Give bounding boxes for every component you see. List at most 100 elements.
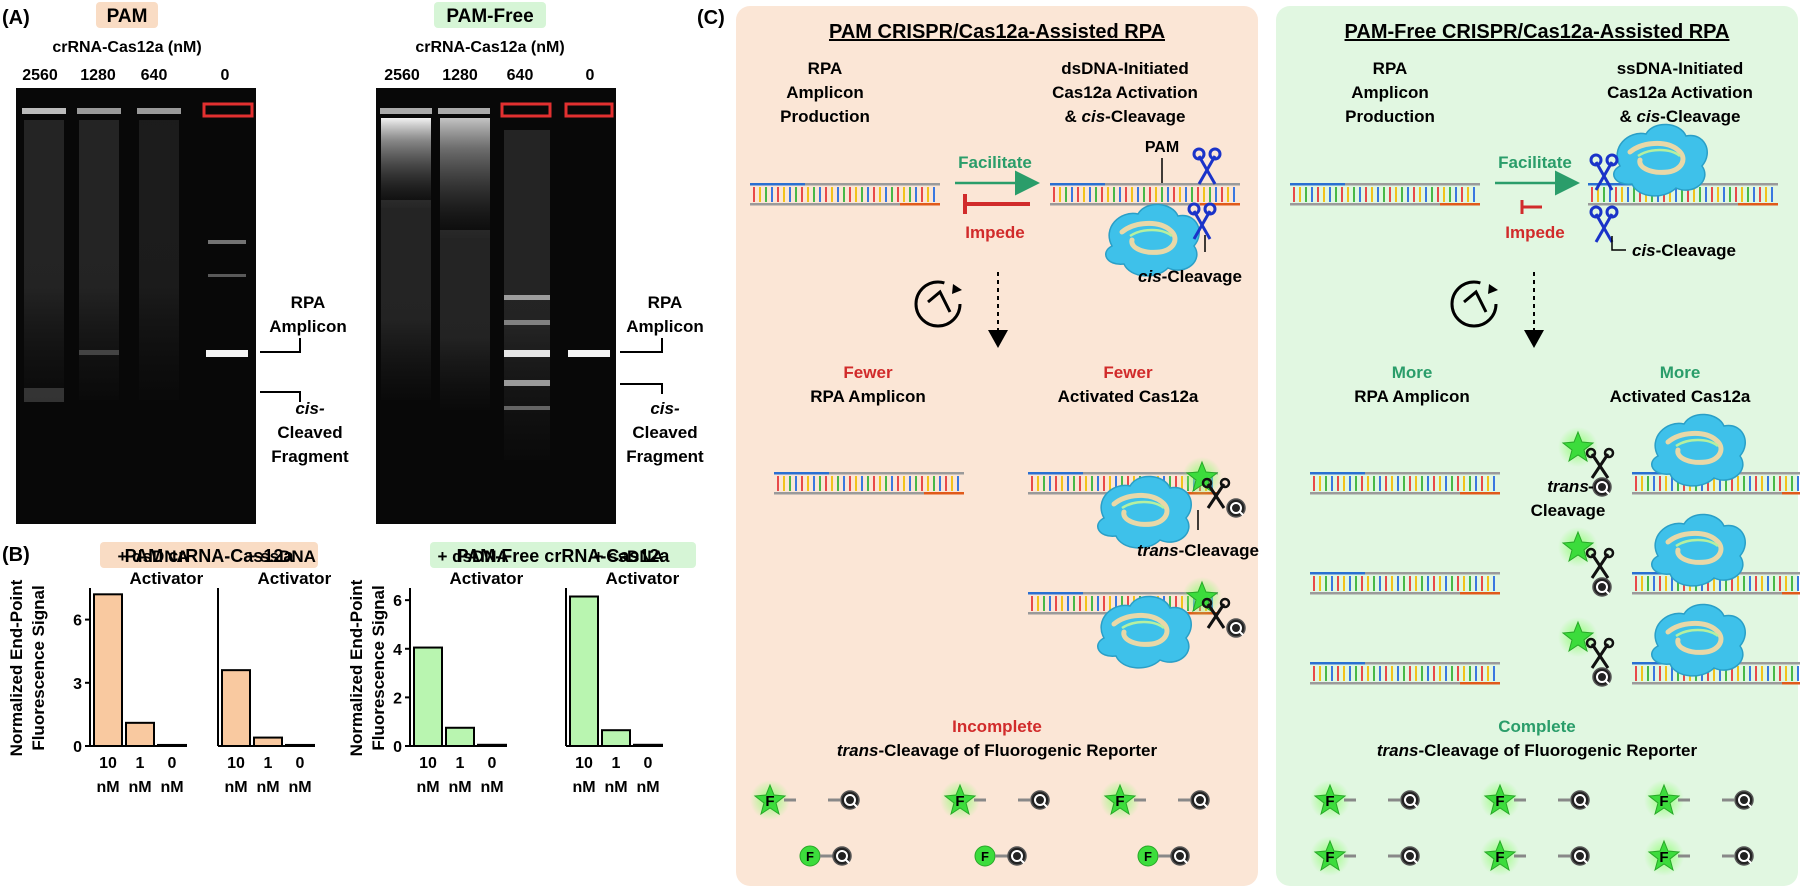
pam-free-col1-heading: Production — [1345, 107, 1435, 126]
quencher-icon — [1400, 846, 1420, 866]
chart-subtitle: Activator — [258, 569, 332, 588]
quencher-icon — [1734, 846, 1754, 866]
gel1-lane-label: 640 — [141, 67, 168, 84]
gel1-fragment-label: Fragment — [271, 447, 349, 466]
pam-col1-heading: Amplicon — [786, 83, 863, 102]
x-unit-label: nM — [448, 779, 471, 796]
chart-group2-title: PAM-Free crRNA-Cas12a — [457, 546, 671, 566]
x-unit-label: nM — [160, 779, 183, 796]
pam-free-result1-word: More — [1392, 363, 1433, 382]
fluorophore-label: F — [1495, 849, 1504, 866]
gel2-amplicon-label: RPA — [648, 293, 683, 312]
pam-col1-heading: RPA — [808, 59, 843, 78]
pam-free-facilitate-label: Facilitate — [1498, 153, 1572, 172]
x-unit-label: nM — [416, 779, 439, 796]
y-axis-title: Normalized End-Point — [7, 579, 26, 756]
gel1-axis-title: crRNA-Cas12a (nM) — [52, 39, 201, 56]
quencher-icon — [1190, 790, 1210, 810]
fluorophore-label: F — [981, 849, 989, 864]
bar — [569, 595, 599, 747]
down-arrow-icon — [988, 330, 1008, 348]
x-unit-label: nM — [224, 779, 247, 796]
quencher-icon — [1592, 577, 1612, 597]
x-unit-label: nM — [288, 779, 311, 796]
bar — [125, 721, 155, 747]
pam-free-workflow-title: PAM-Free CRISPR/Cas12a-Assisted RPA — [1345, 21, 1730, 43]
x-tick-label: 10 — [99, 755, 117, 772]
pam-free-col1-heading: Amplicon — [1351, 83, 1428, 102]
fluorophore-label: F — [1115, 793, 1124, 810]
gel1-lane-label: 1280 — [80, 67, 116, 84]
x-unit-label: nM — [604, 779, 627, 796]
quencher-icon — [1734, 790, 1754, 810]
x-tick-label: 1 — [456, 755, 465, 772]
fluorophore-label: F — [1325, 793, 1334, 810]
quencher-icon — [1226, 498, 1246, 518]
quencher-icon — [1570, 846, 1590, 866]
fluorophore-icon — [1557, 616, 1599, 658]
bar — [477, 743, 507, 747]
pam-free-trans-label: trans — [1547, 477, 1589, 496]
x-tick-label: 0 — [644, 755, 653, 772]
gel2-fragment-label: Cleaved — [632, 423, 697, 442]
x-unit-label: nM — [572, 779, 595, 796]
x-tick-label: 0 — [296, 755, 305, 772]
pam-trans-cleavage-label: trans-Cleavage — [1137, 541, 1259, 560]
gel1-amplicon-label: RPA — [291, 293, 326, 312]
gel2-fragment-label: cis- — [650, 399, 680, 418]
pam-bottom-word: Incomplete — [952, 717, 1042, 736]
fluorophore-icon — [1181, 456, 1223, 498]
pam-facilitate-label: Facilitate — [958, 153, 1032, 172]
pam-col2-heading: Cas12a Activation — [1052, 83, 1198, 102]
y-tick-label: 0 — [393, 739, 402, 756]
pam-result2-word: Fewer — [1103, 363, 1153, 382]
bar — [633, 743, 663, 747]
gel2-tag-bg — [434, 2, 546, 28]
quencher-icon — [1030, 790, 1050, 810]
quencher-icon — [840, 790, 860, 810]
pam-result2-label: Activated Cas12a — [1058, 387, 1199, 406]
gel2-image — [376, 88, 616, 524]
pam-site-label: PAM — [1145, 139, 1179, 156]
pam-impede-label: Impede — [965, 223, 1025, 242]
pam-workflow-title: PAM CRISPR/Cas12a-Assisted RPA — [829, 21, 1165, 43]
gel2-lane-label: 0 — [586, 67, 595, 84]
panel-a-letter: (A) — [2, 7, 30, 29]
chart-group2-title-bg — [430, 542, 696, 568]
pam-free-result2-label: Activated Cas12a — [1610, 387, 1751, 406]
y-axis-title: Fluorescence Signal — [369, 585, 388, 750]
gel2-amplicon-label: Amplicon — [626, 317, 703, 336]
impede-arrow — [1520, 200, 1542, 214]
fluorophore-icon — [1557, 426, 1599, 468]
gel1-tag-bg — [96, 2, 158, 28]
gel2-lane-label: 1280 — [442, 67, 478, 84]
x-unit-label: nM — [96, 779, 119, 796]
chart-subtitle: + dsDNA — [438, 547, 509, 566]
pam-free-trans-label-suffix: - — [1588, 477, 1594, 496]
bar — [221, 669, 251, 747]
fluorophore-label: F — [1659, 793, 1668, 810]
y-axis-title: Fluorescence Signal — [29, 585, 48, 750]
gel1-tag: PAM — [107, 6, 148, 27]
gel2-fragment-label: Fragment — [626, 447, 704, 466]
chart-subtitle: Activator — [450, 569, 524, 588]
down-arrow-icon — [1524, 330, 1544, 348]
quencher-icon — [1592, 477, 1612, 497]
x-tick-label: 0 — [488, 755, 497, 772]
quencher-icon — [1570, 790, 1590, 810]
quencher-icon — [1170, 846, 1190, 866]
y-tick-label: 6 — [73, 613, 82, 630]
x-tick-label: 10 — [227, 755, 245, 772]
pam-free-bottom-word: Complete — [1498, 717, 1575, 736]
pam-free-col2-heading: & cis-Cleavage — [1620, 107, 1741, 126]
pam-result1-label: RPA Amplicon — [810, 387, 926, 406]
pam-free-result2-word: More — [1660, 363, 1701, 382]
y-axis-title: Normalized End-Point — [347, 579, 366, 756]
pam-free-col1-heading: RPA — [1373, 59, 1408, 78]
y-tick-label: 6 — [393, 593, 402, 610]
